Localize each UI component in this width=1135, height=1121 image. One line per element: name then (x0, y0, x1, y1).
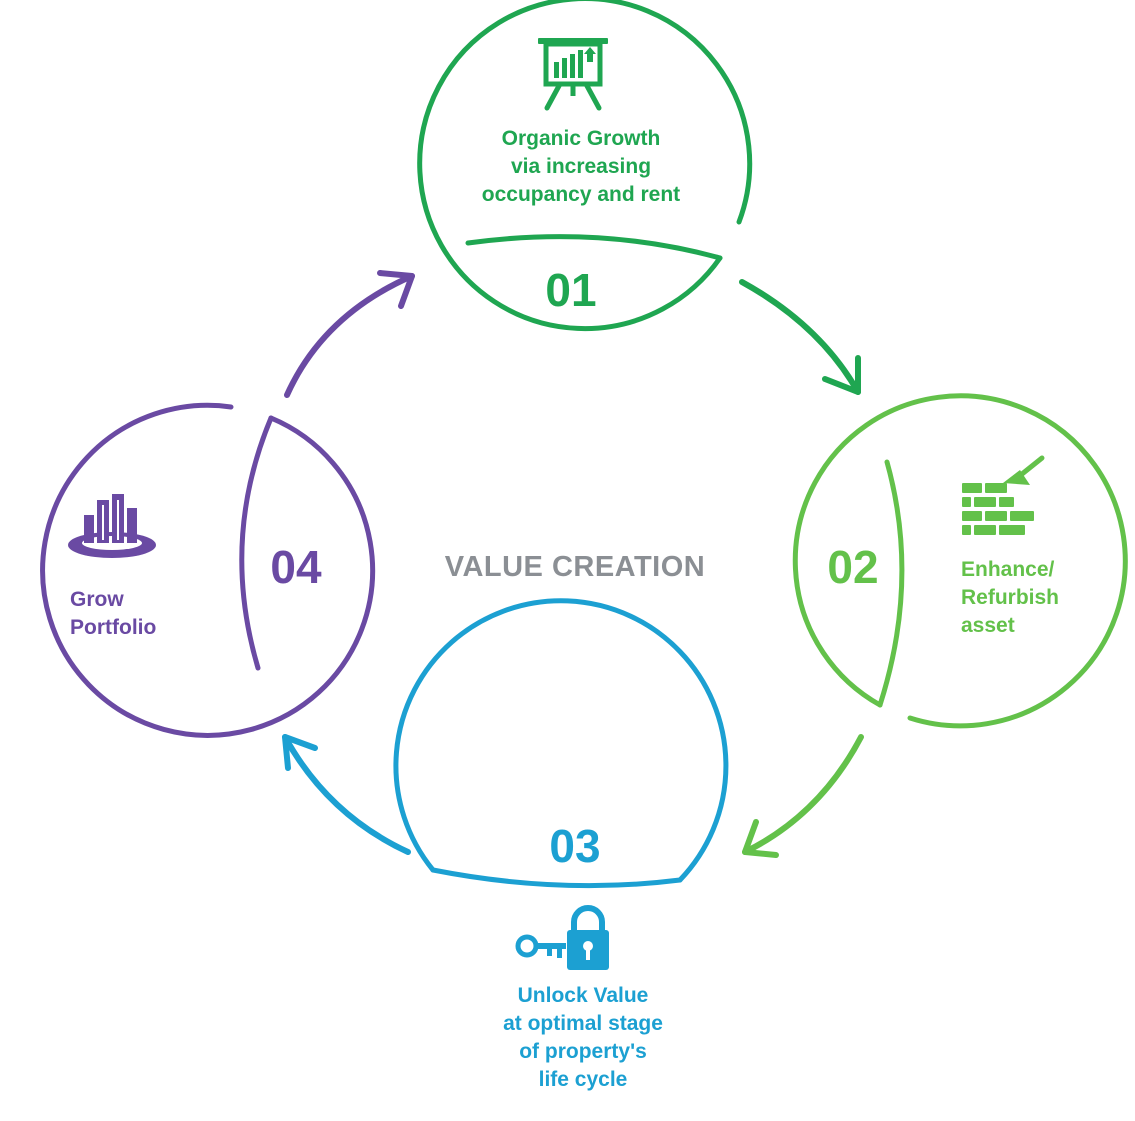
step-04-line-2: Portfolio (70, 616, 156, 639)
step-03-line-3: of property's (519, 1040, 647, 1063)
step-03-circle (393, 598, 729, 883)
arrow-01-to-02 (739, 279, 861, 395)
step-02 (792, 393, 1128, 729)
arrow-04-to-01 (284, 270, 415, 398)
step-01-divider-arc (465, 234, 723, 261)
step-03-line-2: at optimal stage (503, 1012, 663, 1035)
step-01-line-1: Organic Growth (502, 127, 661, 150)
step-02-circle (792, 393, 1128, 729)
brick-wall-trowel-icon (962, 455, 1045, 535)
arrow-02-to-03 (742, 734, 864, 858)
step-01-number: 01 (545, 264, 596, 316)
step-02-number: 02 (827, 541, 878, 593)
step-03 (393, 598, 729, 889)
step-04-line-1: Grow (70, 588, 124, 611)
step-01-circle (417, 0, 753, 332)
step-04-number: 04 (270, 541, 322, 593)
step-03-divider-arc (430, 867, 683, 889)
step-04 (40, 402, 376, 738)
key-padlock-icon (515, 905, 609, 970)
step-02-line-3: asset (961, 614, 1015, 637)
step-01-line-2: via increasing (511, 155, 651, 178)
step-01-line-3: occupancy and rent (482, 183, 680, 206)
presentation-chart-icon (538, 38, 608, 111)
buildings-portfolio-icon (68, 494, 156, 558)
step-02-line-1: Enhance/ (961, 558, 1055, 581)
step-04-text: 04 Grow Portfolio (70, 541, 322, 639)
step-03-text: 03 Unlock Value at optimal stage of prop… (503, 820, 663, 1091)
step-02-divider-arc (877, 459, 905, 708)
step-04-circle (40, 402, 376, 738)
step-04-divider-arc (239, 415, 274, 671)
step-02-text: 02 Enhance/ Refurbish asset (827, 541, 1059, 637)
step-02-line-2: Refurbish (961, 586, 1059, 609)
step-03-line-1: Unlock Value (518, 984, 649, 1007)
step-01 (417, 0, 753, 332)
step-03-line-4: life cycle (539, 1068, 628, 1091)
arrow-03-to-04 (282, 734, 411, 855)
center-title: VALUE CREATION (445, 551, 705, 583)
step-03-number: 03 (549, 820, 600, 872)
step-01-text: Organic Growth via increasing occupancy … (482, 127, 680, 316)
